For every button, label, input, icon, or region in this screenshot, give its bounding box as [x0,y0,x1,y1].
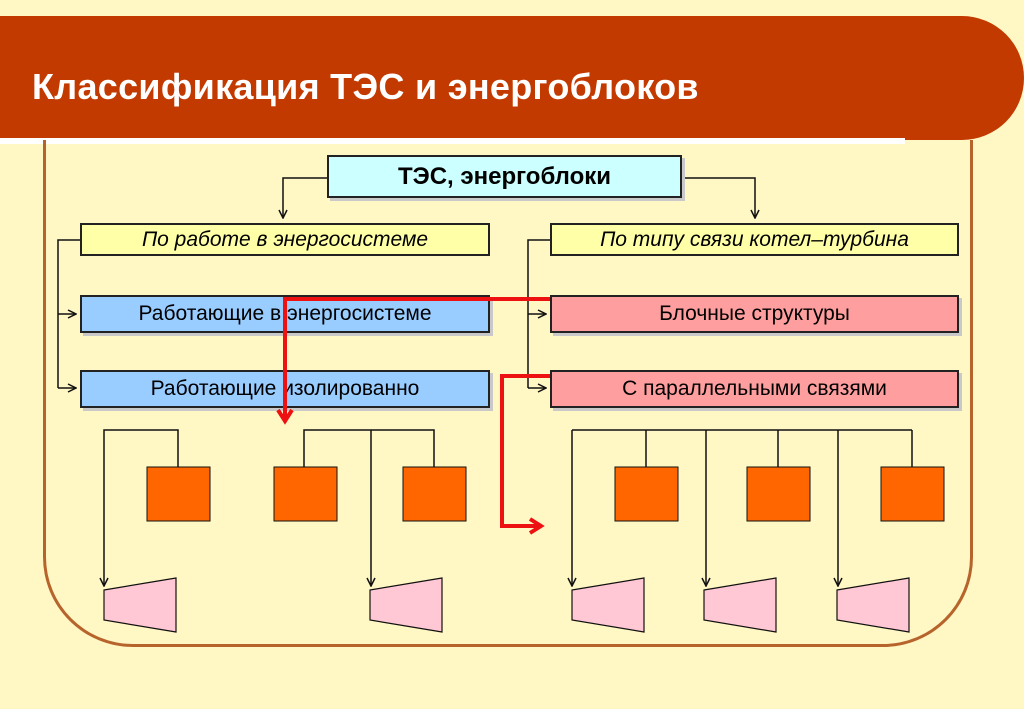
boiler-1 [146,466,211,522]
parallel-scheme [572,429,913,586]
title-underline [0,138,905,144]
category-work-in-grid: По работе в энергосистеме [80,223,490,256]
content-frame [43,140,973,647]
block-scheme [104,429,435,586]
turbine-5 [836,577,910,633]
parallel-scheme-turbines [571,577,910,633]
right-bracket [527,239,550,388]
boiler-3 [402,466,467,522]
root-connectors [283,177,755,218]
item-block-structures: Блочные структуры [550,295,959,333]
left-bracket [57,239,80,388]
boiler-4 [614,466,679,522]
turbine-3 [571,577,645,633]
parallel-scheme-boilers [614,466,945,522]
root-to-left-connector [283,177,327,218]
block-scheme-boilers [146,466,467,522]
boiler-2 [273,466,338,522]
root-box: ТЭС, энергоблоки [327,155,682,198]
red-arrow-block [276,297,550,425]
turbine-1 [103,577,177,633]
category-link-type: По типу связи котел–турбина [550,223,959,256]
block-scheme-turbines [103,577,443,633]
page-title: Классификация ТЭС и энергоблоков [32,66,699,107]
turbine-4 [703,577,777,633]
item-parallel-links: С параллельными связями [550,370,959,408]
root-to-right-connector [682,177,755,218]
red-arrow-parallel [500,374,550,535]
turbine-2 [369,577,443,633]
title-bar: Классификация ТЭС и энергоблоков [0,16,1024,144]
boiler-6 [880,466,945,522]
boiler-5 [746,466,811,522]
